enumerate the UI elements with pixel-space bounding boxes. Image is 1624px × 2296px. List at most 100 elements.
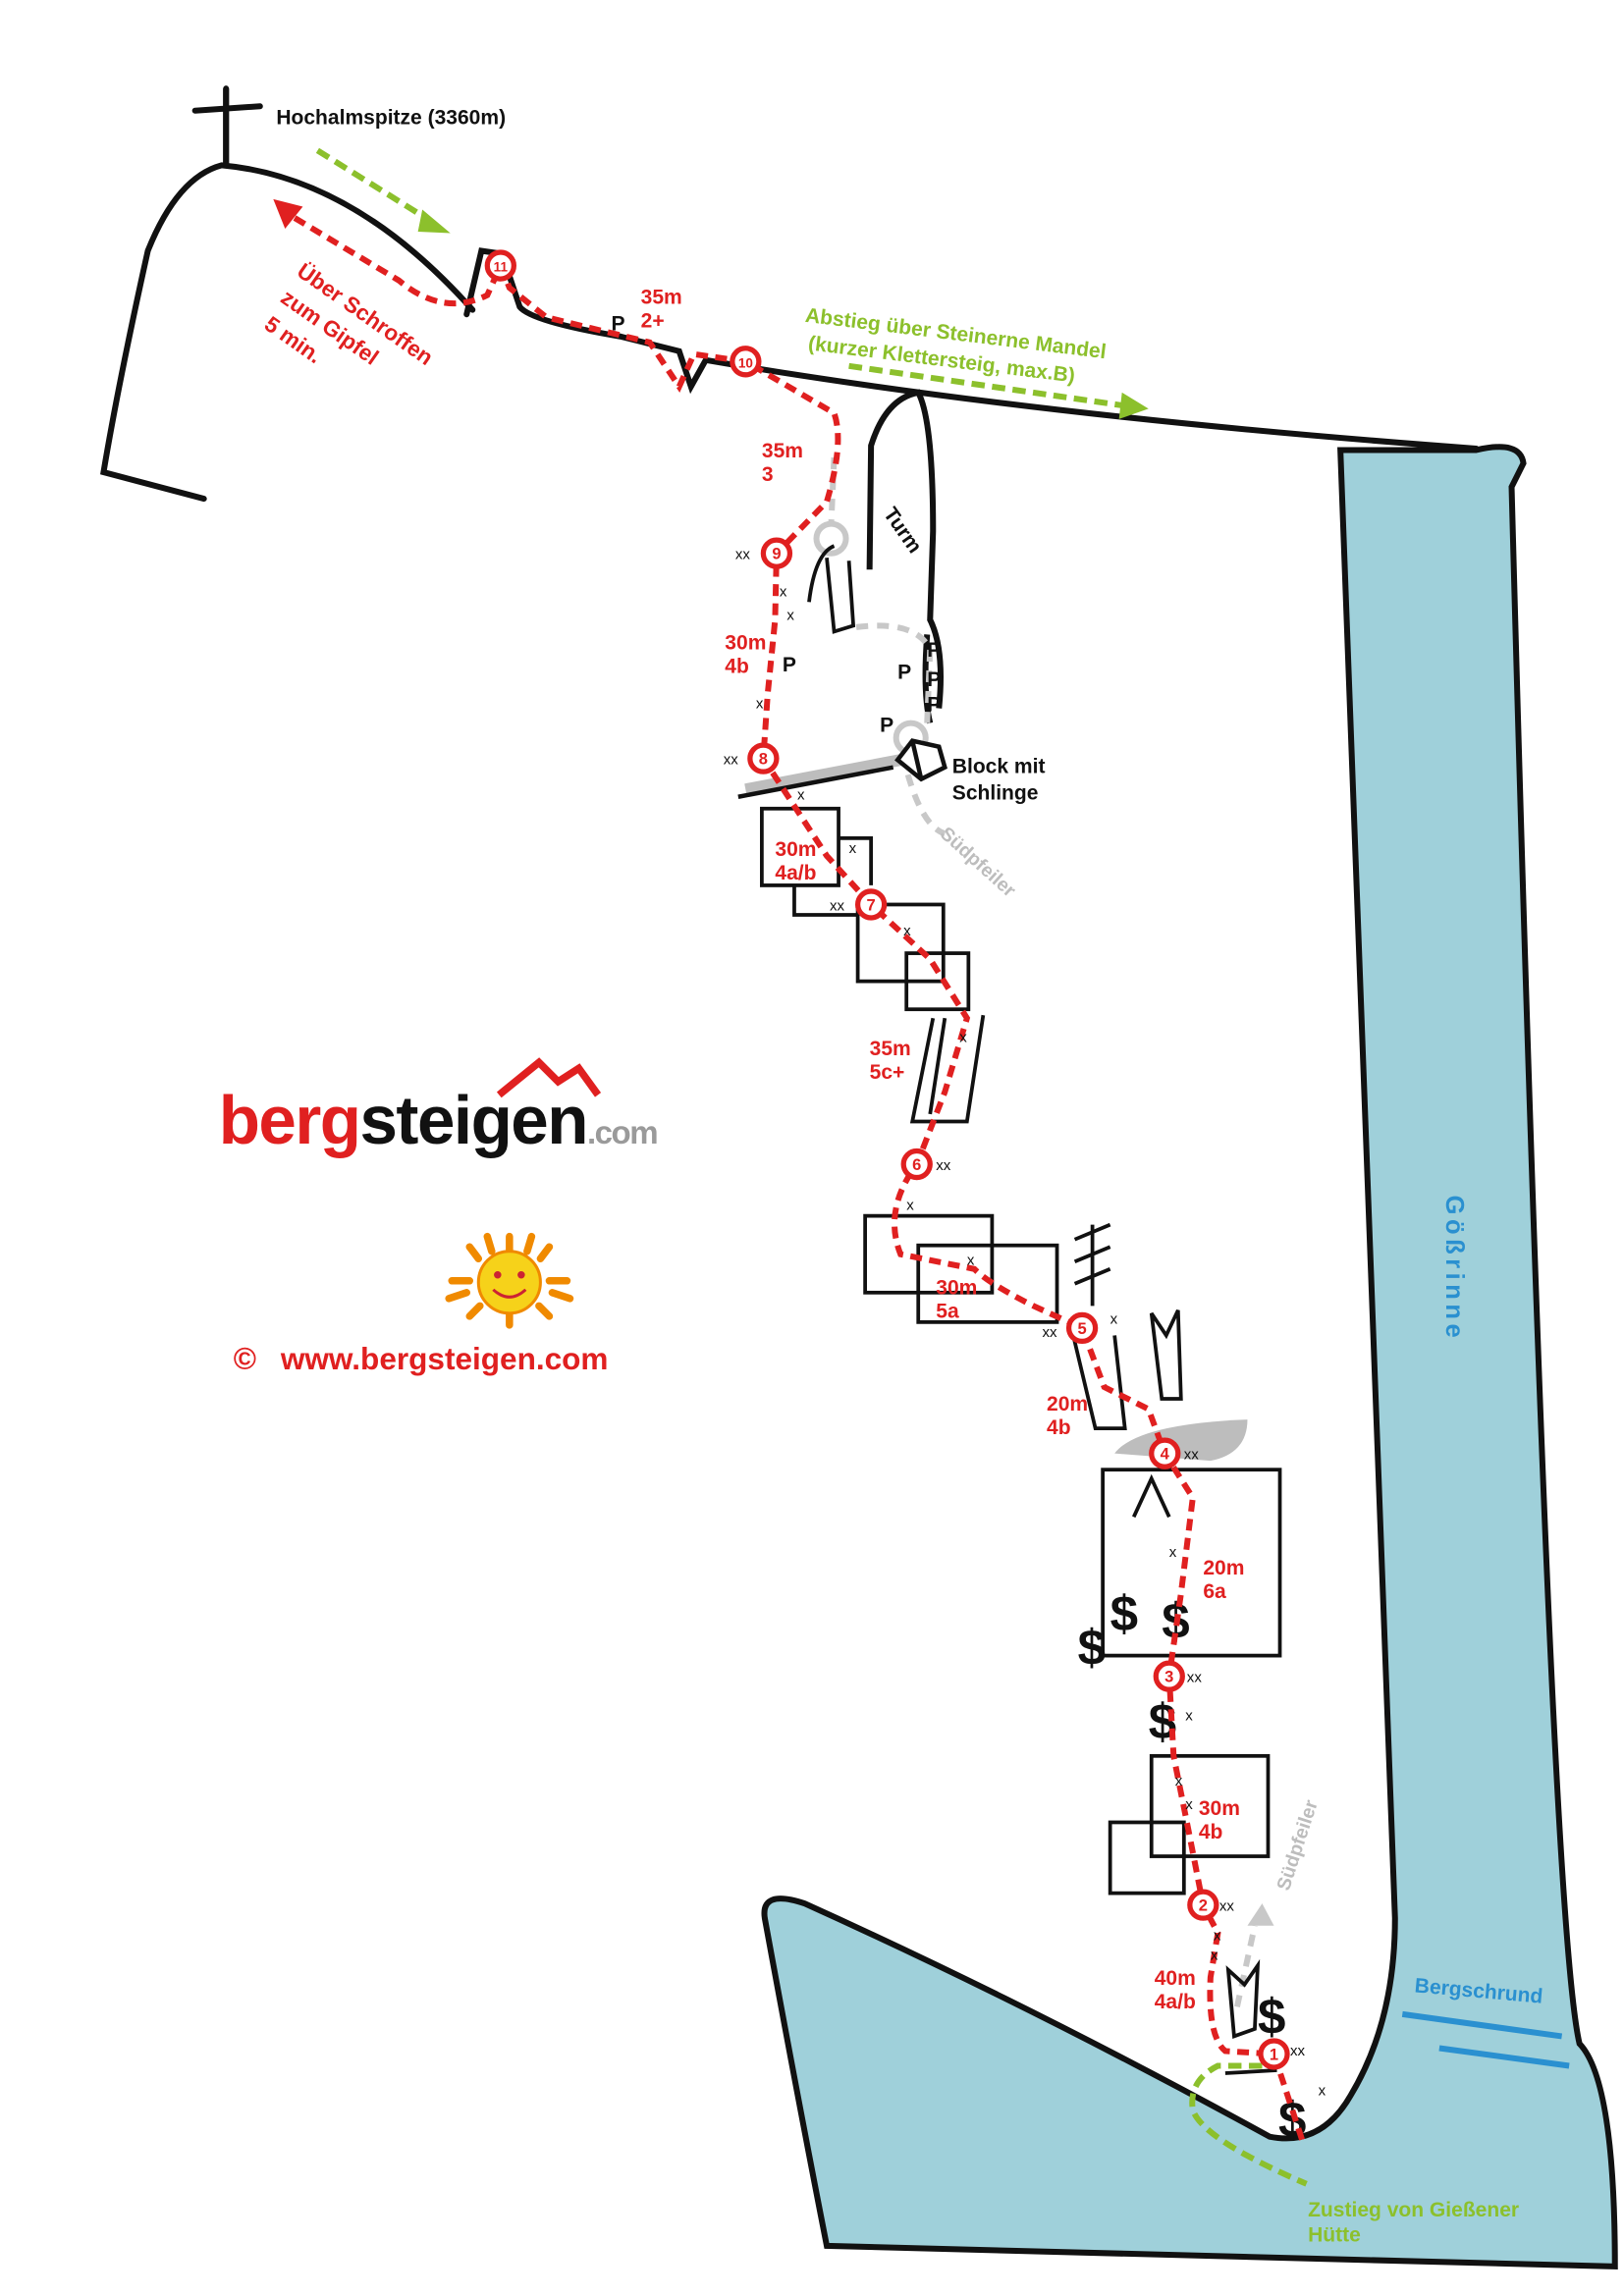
pitch-length: 35m	[641, 287, 682, 309]
approach-label-2: Hütte	[1308, 2223, 1361, 2246]
belay-number: 10	[738, 355, 753, 370]
svg-text:x: x	[849, 840, 857, 857]
pitch-grade: 3	[762, 463, 774, 486]
pitch-grade: 4a/b	[775, 862, 816, 884]
climbing-route	[286, 211, 1305, 2141]
svg-text:xx: xx	[724, 752, 739, 769]
pitch-grade: 5a	[936, 1300, 959, 1322]
belay-number: 4	[1161, 1445, 1170, 1464]
svg-text:P: P	[880, 715, 893, 737]
ridge-line	[100, 85, 1480, 503]
belay-number: 9	[772, 545, 781, 563]
svg-text:x: x	[786, 607, 794, 623]
svg-text:P: P	[927, 694, 941, 717]
south-pillar-label-upper: Südpfeiler	[936, 823, 1020, 902]
svg-text:x: x	[1169, 1544, 1177, 1561]
belay-11: 11	[484, 249, 516, 282]
svg-text:$: $	[1078, 1620, 1106, 1676]
pitch-grade: 4b	[725, 655, 749, 677]
svg-text:xx: xx	[936, 1157, 951, 1174]
copyright-symbol: ©	[234, 1341, 256, 1376]
sun-icon	[445, 1232, 574, 1329]
mountain-logo-icon	[496, 1057, 602, 1098]
belay-5: 5	[1065, 1311, 1099, 1345]
svg-text:x: x	[1185, 1796, 1193, 1813]
belay-ring-icon	[854, 888, 888, 921]
svg-text:xx: xx	[1219, 1898, 1235, 1915]
pitch-grade: 5c+	[870, 1061, 905, 1084]
approach-label-1: Zustieg von Gießener	[1308, 2199, 1519, 2221]
svg-text:P: P	[612, 313, 625, 336]
copyright-url[interactable]: www.bergsteigen.com	[280, 1341, 609, 1376]
pitch-grade: 2+	[641, 310, 665, 333]
arrow-icon	[273, 198, 303, 229]
svg-text:x: x	[1175, 1773, 1183, 1789]
belay-1: 1	[1258, 2038, 1290, 2070]
south-pillar-label-lower: Südpfeiler	[1272, 1797, 1323, 1894]
belay-number: 7	[867, 895, 876, 914]
belay-4: 4	[1149, 1437, 1181, 1469]
pitch-length: 30m	[725, 631, 766, 654]
belay-2: 2	[1187, 1889, 1219, 1921]
belay-8: 8	[747, 742, 780, 774]
descent-route	[315, 147, 1308, 2187]
snow-patch	[1114, 1419, 1248, 1462]
belay-number: 2	[1199, 1896, 1208, 1915]
arrow-icon	[417, 209, 451, 234]
svg-text:xx: xx	[1184, 1447, 1200, 1464]
svg-text:P: P	[783, 654, 796, 676]
summit-label: Hochalmspitze (3360m)	[276, 106, 506, 129]
belay-7: 7	[854, 888, 888, 921]
svg-text:xx: xx	[830, 897, 845, 914]
bergsteigen-logo: bergsteigen.com	[219, 1057, 659, 1158]
pitch-grade: 4a/b	[1155, 1991, 1196, 2013]
belay-6: 6	[900, 1148, 933, 1181]
ledge-line	[737, 765, 894, 799]
svg-text:P: P	[927, 639, 941, 662]
svg-text:x: x	[1319, 2083, 1326, 2100]
pitch-length: 40m	[1155, 1967, 1196, 1990]
ledge	[744, 754, 902, 796]
gully-label: Gößrinne	[1440, 1196, 1468, 1343]
svg-text:x: x	[906, 1198, 914, 1214]
belay-ring-icon	[484, 249, 516, 282]
pitch-length: 30m	[936, 1276, 977, 1299]
gray-arrow-icon	[1247, 1903, 1274, 1926]
svg-text:x: x	[1214, 1928, 1221, 1945]
belay-ring-icon	[1258, 2038, 1290, 2070]
belay-number: 11	[494, 260, 509, 275]
piton-markers: P P P P P P P	[612, 313, 942, 737]
arrow-icon	[1118, 392, 1149, 419]
block-label-2: Schlinge	[952, 782, 1039, 805]
svg-text:x: x	[780, 583, 787, 600]
svg-text:x: x	[1110, 1310, 1118, 1327]
svg-text:x: x	[967, 1252, 975, 1268]
pitch-length: 30m	[1199, 1797, 1240, 1820]
svg-text:x: x	[959, 1029, 967, 1045]
block-label-1: Block mit	[952, 756, 1046, 778]
south-pillar-path	[828, 456, 1258, 2008]
belay-9: 9	[760, 537, 793, 569]
rock-features	[760, 544, 1282, 2075]
pitch-length: 35m	[762, 440, 803, 462]
tower-label: Turm	[879, 504, 926, 558]
svg-text:P: P	[927, 668, 941, 691]
belay-ring-icon	[1187, 1889, 1219, 1921]
pitch-length: 20m	[1203, 1557, 1244, 1579]
block-icon	[894, 738, 947, 782]
belay-ring-icon	[760, 537, 793, 569]
pitch-length: 20m	[1047, 1393, 1088, 1415]
belay-ring-icon	[1149, 1437, 1181, 1469]
svg-text:$: $	[1258, 1988, 1285, 2044]
gray-ring-icon	[813, 520, 849, 557]
svg-text:x: x	[1185, 1708, 1193, 1725]
belay-ring-icon	[1065, 1311, 1099, 1345]
